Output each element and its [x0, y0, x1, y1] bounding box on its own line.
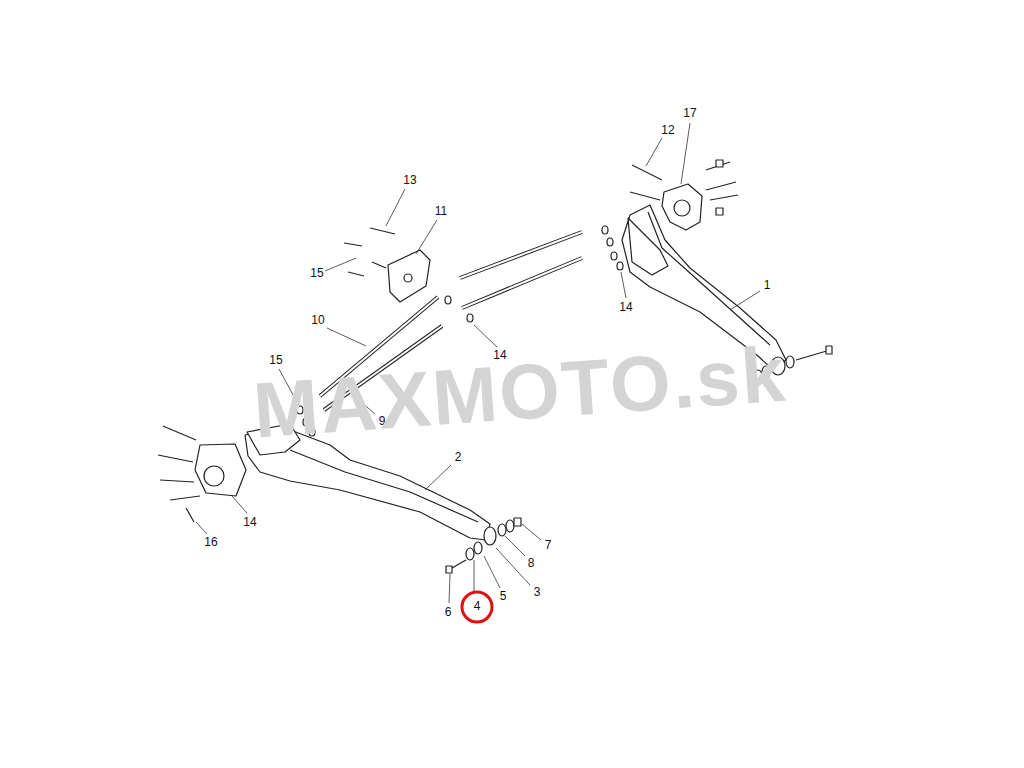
callout-number: 8: [528, 557, 535, 569]
callout-number: 4: [474, 600, 481, 612]
callout-number: 1: [764, 279, 771, 291]
bolt: [632, 165, 662, 180]
callout-number: 17: [683, 107, 696, 119]
callout-number: 3: [534, 586, 541, 598]
leader-line: [484, 556, 500, 588]
leader-line: [232, 496, 247, 513]
washer: [474, 542, 482, 554]
leader-line: [505, 536, 525, 556]
callout-number: 7: [545, 539, 552, 551]
link-rod: [460, 232, 582, 278]
leader-line: [496, 548, 530, 585]
callout-number: 5: [500, 590, 507, 602]
bolt: [372, 262, 386, 268]
nut: [716, 160, 723, 167]
callout-number: 2: [455, 451, 462, 463]
bolt: [158, 455, 193, 462]
callout-number: 6: [445, 606, 452, 618]
leader-line: [386, 189, 405, 226]
nut: [514, 518, 521, 526]
callout-number: 13: [403, 174, 416, 186]
leader-line: [730, 291, 760, 310]
callout-number: 15: [269, 354, 282, 366]
bolt: [160, 480, 194, 482]
washer: [445, 296, 451, 304]
hub-bore: [674, 200, 690, 216]
plate-hole: [404, 274, 412, 282]
callout-number: 10: [311, 314, 324, 326]
bolt: [163, 426, 196, 440]
watermark: MAXMOTO.sk: [251, 334, 789, 449]
callout-number: 12: [661, 124, 674, 136]
link-rod: [462, 258, 582, 308]
arm-bracket: [628, 218, 668, 275]
bolt: [170, 496, 200, 500]
leader-line: [425, 465, 451, 490]
washer: [617, 262, 623, 270]
bolt-head: [826, 346, 832, 354]
leader-line: [474, 560, 475, 593]
bolt: [186, 508, 194, 522]
mount-plate: [388, 250, 430, 302]
highlight-circle: [462, 592, 492, 622]
leader-line: [522, 524, 541, 540]
leader-line: [474, 325, 497, 347]
link-rod: [462, 258, 582, 308]
leader-line: [196, 522, 207, 534]
callout-number: 14: [243, 516, 256, 528]
callout-number: 15: [310, 267, 323, 279]
knuckle: [195, 444, 246, 496]
bolt: [630, 192, 660, 200]
nut: [716, 208, 723, 215]
hub-bore: [204, 466, 224, 486]
link-rod: [460, 232, 582, 278]
washer: [607, 238, 613, 246]
leader-line: [449, 574, 450, 603]
washer: [467, 314, 473, 322]
washer: [602, 226, 608, 234]
bolt: [370, 228, 395, 234]
washer: [498, 524, 506, 536]
knuckle-bracket: [662, 184, 702, 230]
callout-number: 14: [619, 301, 632, 313]
bolt: [452, 560, 466, 568]
washer: [466, 548, 474, 560]
bolt: [706, 182, 736, 190]
bolt-head: [446, 566, 452, 573]
callout-number: 11: [435, 205, 447, 217]
callout-number: 16: [204, 536, 217, 548]
arm-edge: [648, 212, 770, 345]
leader-line: [681, 123, 690, 184]
arm-edge: [290, 450, 478, 522]
leader-line: [327, 328, 366, 346]
leader-line: [646, 138, 662, 166]
washer: [786, 356, 794, 368]
bolt: [348, 272, 364, 276]
leader-line: [325, 258, 356, 271]
bolt: [796, 350, 830, 360]
leader-line: [621, 272, 626, 298]
bushing: [484, 527, 496, 545]
washer: [611, 252, 617, 260]
bolt: [710, 195, 738, 200]
leader-line: [416, 220, 437, 254]
washer: [506, 520, 514, 532]
bolt: [344, 243, 362, 246]
